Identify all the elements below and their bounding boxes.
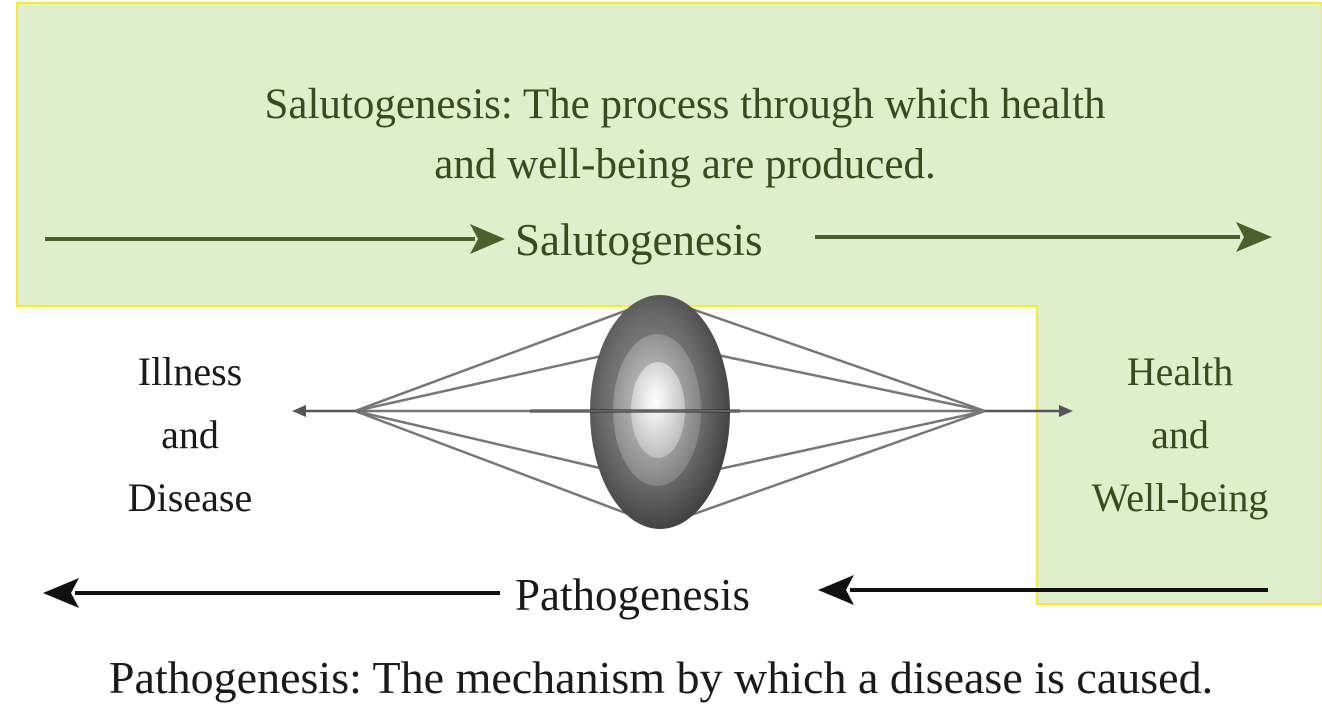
illness-line3: Disease xyxy=(95,466,285,529)
pathogenesis-definition: Pathogenesis: The mechanism by which a d… xyxy=(0,655,1322,701)
illness-line2: and xyxy=(95,403,285,466)
health-line1: Health xyxy=(1080,340,1280,403)
illness-and-disease-label: Illness and Disease xyxy=(95,340,285,529)
health-line3: Well-being xyxy=(1080,466,1280,529)
salutogenesis-definition: Salutogenesis: The process through which… xyxy=(0,75,1322,195)
salutogenesis-definition-line1: Salutogenesis: The process through which… xyxy=(0,75,1322,135)
pathogenesis-label: Pathogenesis xyxy=(515,573,750,618)
health-line2: and xyxy=(1080,403,1280,466)
salutogenesis-label: Salutogenesis xyxy=(515,218,762,263)
health-and-wellbeing-label: Health and Well-being xyxy=(1080,340,1280,529)
salutogenesis-definition-line2: and well-being are produced. xyxy=(0,135,1322,195)
illness-line1: Illness xyxy=(95,340,285,403)
